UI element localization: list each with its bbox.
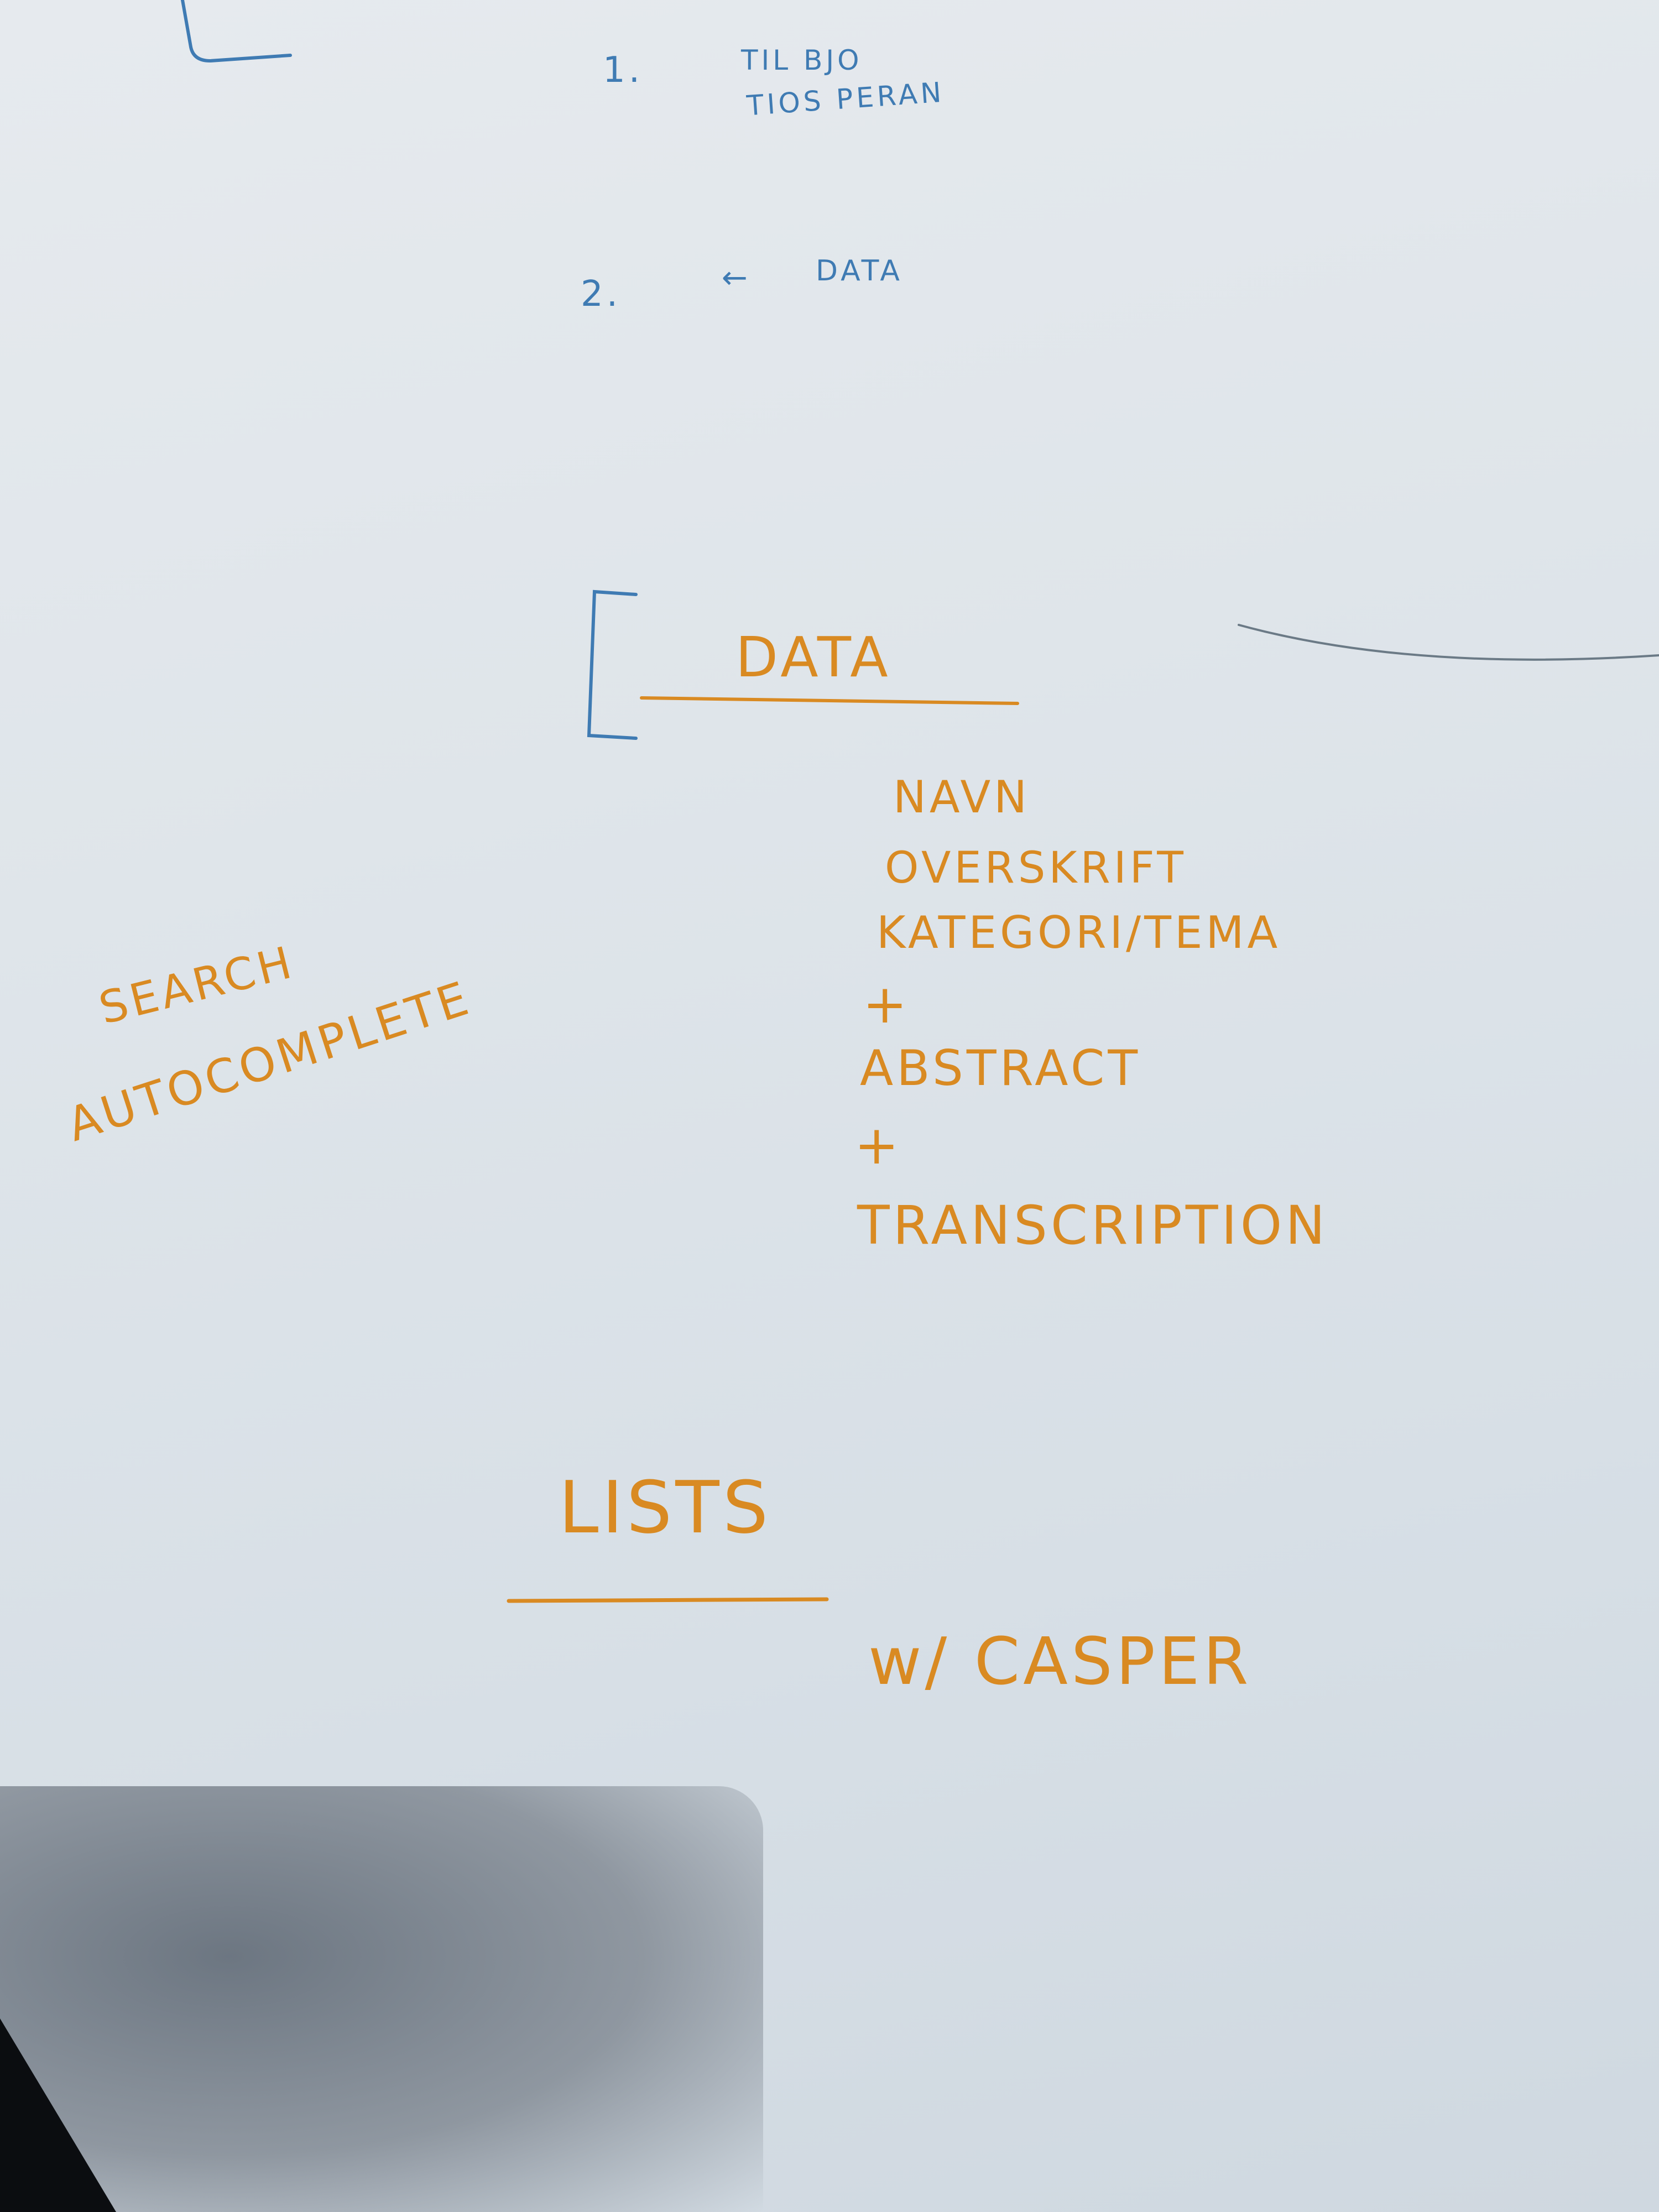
table-corner bbox=[0, 2018, 116, 2212]
bracket-corner-stroke bbox=[181, 0, 292, 63]
lists-heading: LISTS bbox=[559, 1465, 772, 1550]
item-2-number: 2. bbox=[581, 274, 622, 315]
data-field-plus-1: + bbox=[863, 973, 911, 1035]
item-1-number: 1. bbox=[603, 50, 644, 91]
data-field-abstract: ABSTRACT bbox=[860, 1040, 1141, 1097]
data-bracket-stroke bbox=[587, 589, 638, 740]
data-underline-stroke bbox=[640, 696, 1019, 705]
hand-shadow bbox=[0, 1786, 763, 2212]
data-field-kategori: KATEGORI/TEMA bbox=[877, 907, 1281, 958]
item-2-text: DATA bbox=[816, 254, 903, 288]
item-2-arrow: ← bbox=[722, 260, 751, 296]
lists-underline-stroke bbox=[507, 1597, 829, 1603]
data-heading: DATA bbox=[735, 625, 891, 690]
data-field-overskrift: OVERSKRIFT bbox=[885, 843, 1187, 893]
item-1-line-a: TIL BJO bbox=[741, 44, 863, 76]
data-field-plus-2: + bbox=[854, 1114, 902, 1176]
data-field-transcription: TRANSCRIPTION bbox=[857, 1194, 1329, 1256]
data-field-navn: NAVN bbox=[893, 771, 1031, 823]
pencil-curve-stroke bbox=[1238, 624, 1659, 661]
lists-note: w/ CASPER bbox=[868, 1623, 1252, 1699]
